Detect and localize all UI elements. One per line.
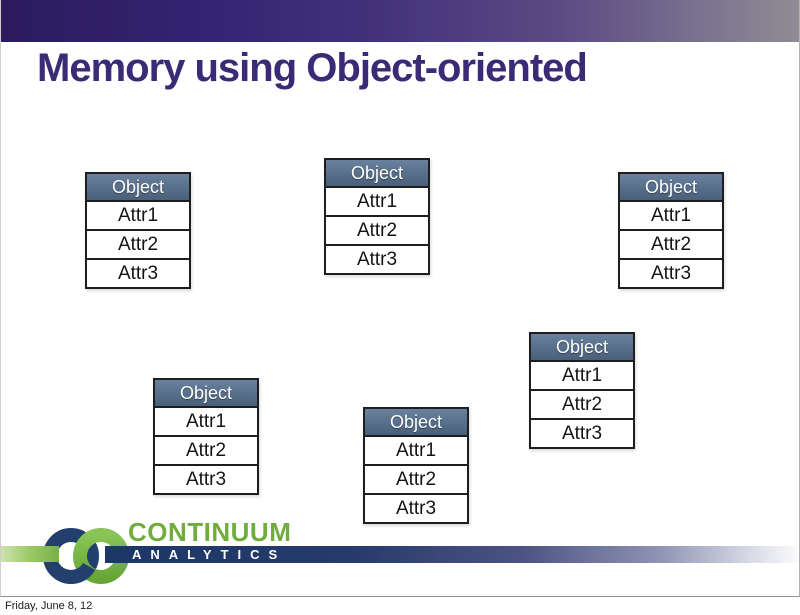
table-row: Attr3 — [155, 464, 257, 493]
table-header: Object — [155, 380, 257, 406]
table-row: Attr1 — [531, 360, 633, 389]
table-header: Object — [620, 174, 722, 200]
table-row: Attr2 — [365, 464, 467, 493]
table-header: Object — [326, 160, 428, 186]
table-row: Attr1 — [620, 200, 722, 229]
object-table: Object Attr1 Attr2 Attr3 — [153, 378, 259, 495]
table-row: Attr2 — [620, 229, 722, 258]
object-table: Object Attr1 Attr2 Attr3 — [363, 407, 469, 524]
table-row: Attr2 — [531, 389, 633, 418]
object-table: Object Attr1 Attr2 Attr3 — [529, 332, 635, 449]
table-row: Attr1 — [155, 406, 257, 435]
table-row: Attr3 — [620, 258, 722, 287]
page-title: Memory using Object-oriented — [37, 46, 588, 90]
table-row: Attr3 — [365, 493, 467, 522]
table-row: Attr2 — [155, 435, 257, 464]
logo-company-name: CONTINUUM — [128, 517, 292, 547]
table-header: Object — [365, 409, 467, 435]
table-row: Attr3 — [326, 244, 428, 273]
object-table: Object Attr1 Attr2 Attr3 — [85, 172, 191, 289]
navy-band — [105, 546, 799, 563]
slide-canvas: Memory using Object-oriented Object Attr… — [0, 0, 800, 597]
title-bar-accent — [1, 0, 799, 42]
table-row: Attr3 — [87, 258, 189, 287]
logo-division-name: ANALYTICS — [132, 547, 287, 562]
table-row: Attr2 — [326, 215, 428, 244]
table-row: Attr1 — [326, 186, 428, 215]
table-header: Object — [531, 334, 633, 360]
object-table: Object Attr1 Attr2 Attr3 — [618, 172, 724, 289]
object-table: Object Attr1 Attr2 Attr3 — [324, 158, 430, 275]
table-row: Attr3 — [531, 418, 633, 447]
table-row: Attr1 — [365, 435, 467, 464]
interlocked-rings-icon — [1, 528, 129, 584]
table-row: Attr2 — [87, 229, 189, 258]
table-row: Attr1 — [87, 200, 189, 229]
datestamp: Friday, June 8, 12 — [5, 600, 93, 612]
continuum-logo — [1, 528, 799, 584]
table-header: Object — [87, 174, 189, 200]
